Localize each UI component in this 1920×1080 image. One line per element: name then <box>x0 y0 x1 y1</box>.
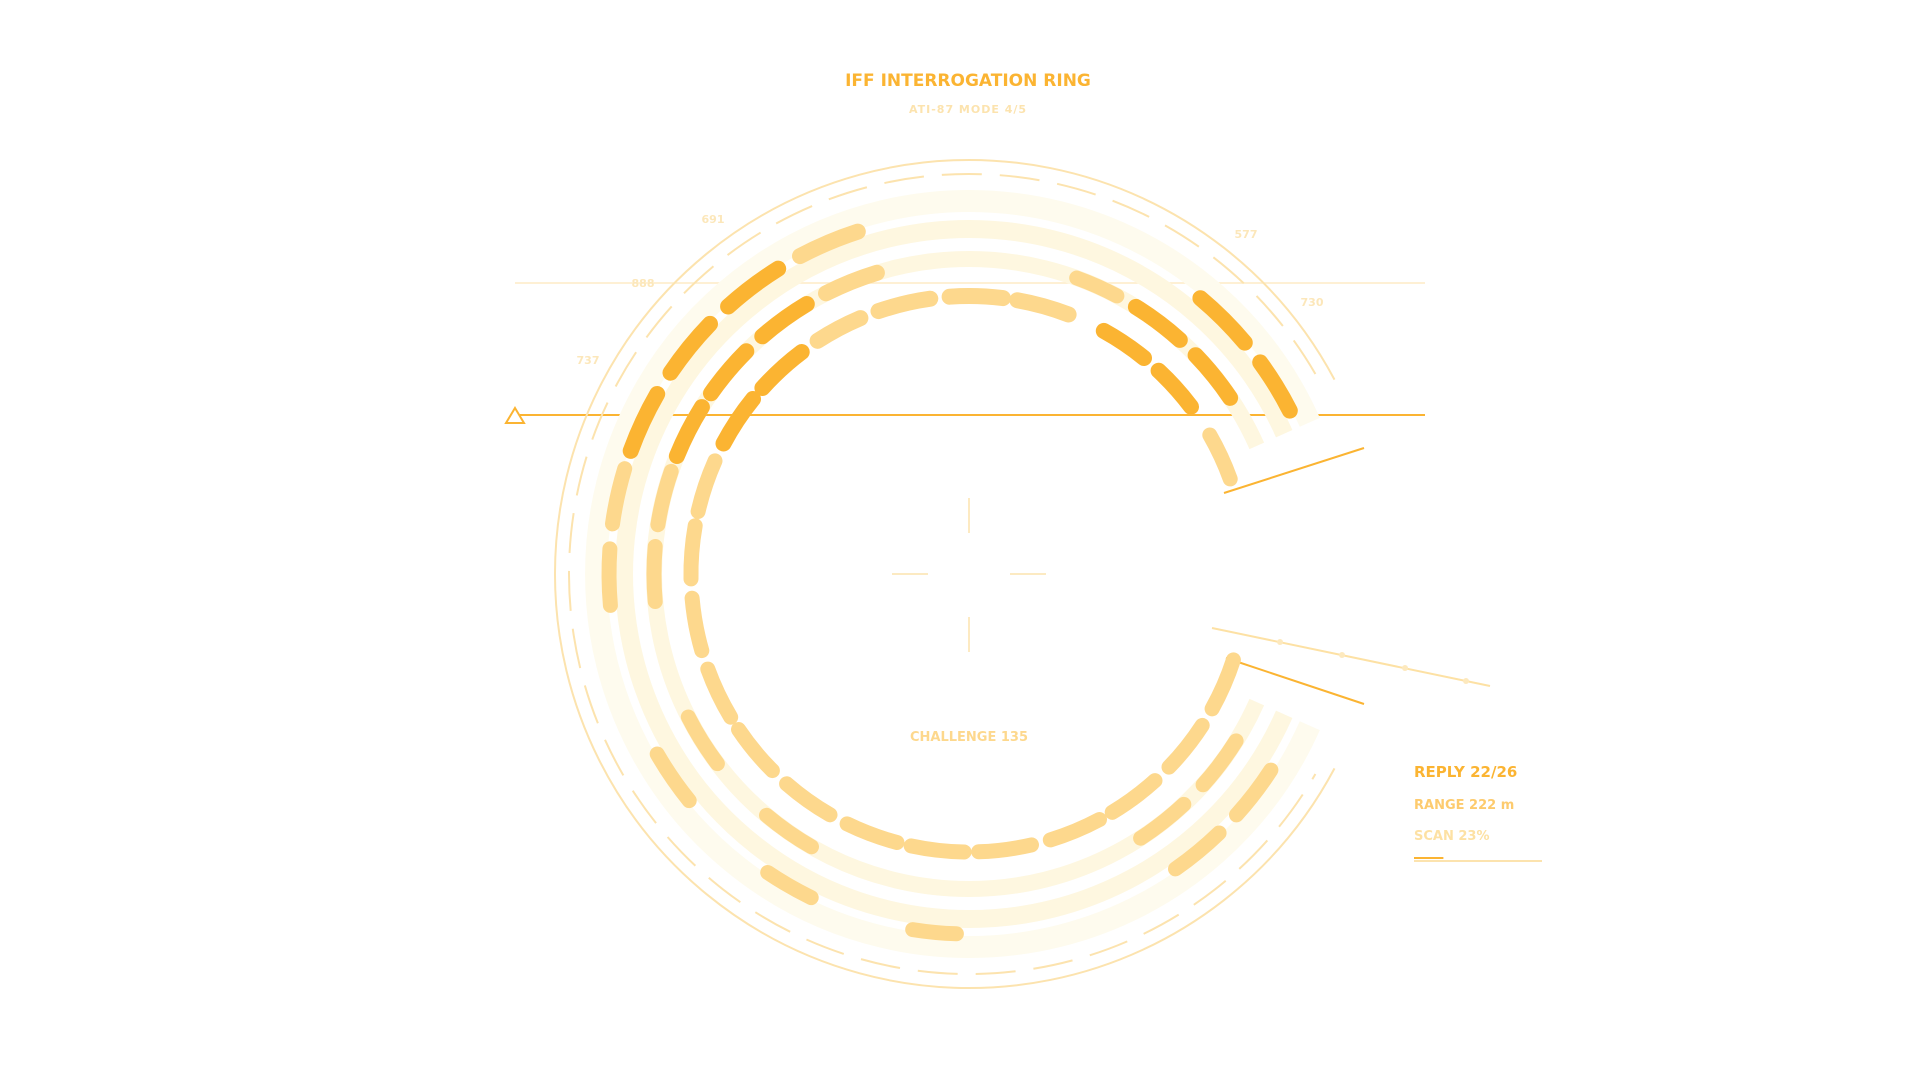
reply-segment <box>1161 717 1210 775</box>
reply-segment <box>720 260 787 315</box>
reply-segment <box>759 807 819 855</box>
outer-ring-outline <box>553 159 1336 989</box>
reply-segment <box>680 709 725 772</box>
bearing-label: 737 <box>577 354 600 367</box>
reply-segment <box>646 539 663 609</box>
reply-segment <box>649 746 697 809</box>
challenge-readout: CHALLENGE 135 <box>910 730 1028 745</box>
reply-segments <box>601 223 1298 942</box>
bearing-label: 888 <box>632 277 655 290</box>
range-readout: RANGE 222 m <box>1414 798 1514 813</box>
reply-segment <box>754 344 810 396</box>
reply-segment <box>1204 652 1241 717</box>
readout-panel: REPLY 22/26 RANGE 222 m SCAN 23% <box>1414 763 1542 862</box>
faint-track <box>615 220 1293 928</box>
reply-segment <box>662 315 718 381</box>
reply-segment <box>668 399 710 464</box>
reply-segment <box>605 461 633 532</box>
reply-segment <box>1042 812 1107 848</box>
reply-segment <box>1187 347 1239 406</box>
scan-line-dots <box>1277 639 1469 684</box>
reply-segment <box>703 343 755 402</box>
reply-segment <box>1127 298 1188 348</box>
reply-segment <box>1133 796 1192 846</box>
bearing-label: 577 <box>1235 228 1258 241</box>
reply-segment <box>905 922 964 942</box>
reply-segment <box>1104 773 1163 820</box>
reply-segment <box>903 838 972 860</box>
reply-segment <box>971 837 1039 860</box>
reply-segment <box>1229 762 1279 823</box>
reply-segment <box>870 290 939 320</box>
reply-segment <box>792 223 866 265</box>
reply-readout: REPLY 22/26 <box>1414 763 1517 781</box>
reply-segment <box>684 590 710 659</box>
reply-segment <box>1150 362 1199 415</box>
reply-segment <box>1069 270 1125 304</box>
crosshair-icon <box>892 498 1046 652</box>
reply-segment <box>779 776 838 823</box>
reply-segment <box>1252 354 1298 419</box>
reply-segment <box>683 518 703 587</box>
reply-segment <box>622 386 666 459</box>
reply-segment <box>1009 292 1077 323</box>
reply-segment <box>731 722 780 779</box>
reply-segment <box>650 463 679 533</box>
gap-edge-upper <box>1223 447 1365 494</box>
reply-segment <box>700 661 739 725</box>
warning-triangle-icon[interactable] <box>504 406 526 424</box>
reply-segment <box>809 310 869 349</box>
scan-line <box>1211 627 1491 687</box>
reply-segment <box>1192 290 1253 351</box>
reply-segment <box>1202 427 1238 487</box>
scan-readout: SCAN 23% <box>1414 829 1490 844</box>
bearing-label: 730 <box>1301 296 1324 309</box>
reply-segment <box>601 541 618 613</box>
faint-track <box>585 190 1320 958</box>
gap-edge-lower <box>1225 657 1365 705</box>
reply-segment <box>1095 322 1152 366</box>
reply-segment <box>760 865 819 906</box>
reply-segment <box>1195 733 1244 793</box>
reply-segment <box>715 391 761 452</box>
reply-segment <box>941 288 1011 307</box>
bearing-label: 691 <box>702 213 725 226</box>
reply-segment <box>818 264 885 302</box>
reply-segment <box>839 816 905 850</box>
reply-segment <box>754 296 815 345</box>
reply-segment <box>690 453 723 519</box>
reply-segment <box>1168 825 1227 877</box>
outer-dash-track <box>567 173 1317 975</box>
faint-tracks <box>585 190 1320 958</box>
mode-subtitle: ATI-87 MODE 4/5 <box>909 103 1027 116</box>
page-title: IFF INTERROGATION RING <box>845 71 1091 91</box>
